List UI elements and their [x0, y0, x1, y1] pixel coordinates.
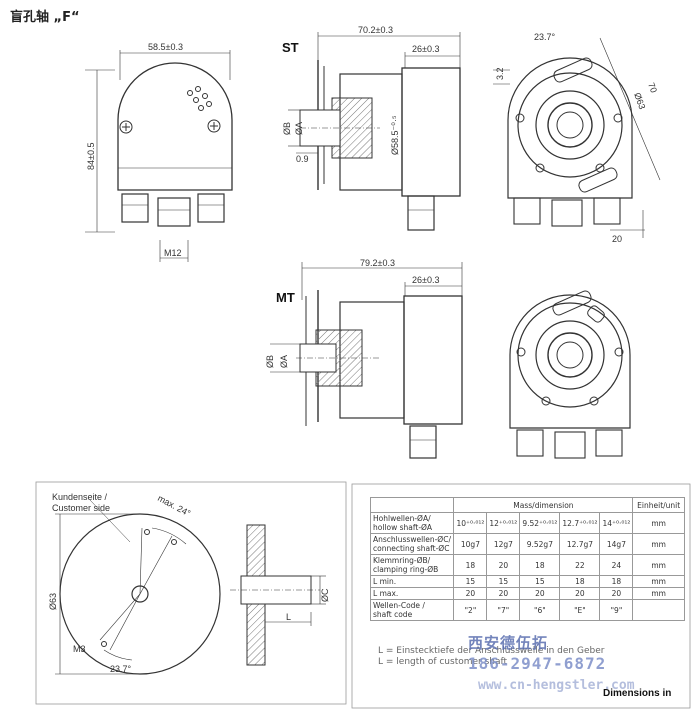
- table-cell: 14g7: [599, 533, 634, 555]
- st-end-pcd-dim: Ø63: [632, 91, 647, 110]
- mt-view-label: MT: [276, 290, 295, 305]
- table-unit: mm: [632, 575, 685, 588]
- table-cell: 18: [519, 554, 561, 576]
- mt-length-dim: 79.2±0.3: [360, 258, 395, 268]
- customer-angle-max: max. 24°: [156, 493, 192, 519]
- table-cell: 15: [519, 575, 561, 588]
- table-unit: mm: [632, 533, 685, 555]
- table-header-row: Mass/dimension Einheit/unit: [369, 497, 685, 513]
- table-cell: 10g7: [453, 533, 488, 555]
- table-cell: 20: [559, 587, 601, 600]
- row-label: L min.: [369, 575, 455, 588]
- customer-thread: M3: [73, 644, 86, 654]
- table-cell: 12⁺⁰·⁰¹²: [486, 512, 521, 534]
- note-line-2: L = length of customer shaft: [378, 657, 508, 667]
- table-header-mass: Mass/dimension: [453, 497, 634, 513]
- customer-side-label-1: Kundenseite /: [52, 492, 108, 502]
- table-cell: 9.52g7: [519, 533, 561, 555]
- table-cell: 24: [599, 554, 634, 576]
- mt-side-view: [270, 262, 463, 459]
- table-cell: 18: [599, 575, 634, 588]
- front-view: [85, 50, 233, 262]
- mt-end-view: [509, 290, 631, 459]
- table-row: Klemmring-ØB/clamping ring-ØB 18 20 18 2…: [369, 554, 685, 576]
- table-cell: "6": [519, 599, 561, 621]
- customer-side-label-2: Customer side: [52, 503, 110, 513]
- table-notes: L = Einstecktiefe der Anschlusswelle in …: [378, 646, 638, 668]
- st-body-dim: 26±0.3: [412, 44, 439, 54]
- dimensions-table: Mass/dimension Einheit/unit Hohlwellen-Ø…: [369, 497, 685, 621]
- row-label: Anschlusswellen-ØC/connecting shaft-ØC: [369, 533, 455, 555]
- front-height-dim: 84±0.5: [86, 143, 96, 170]
- st-length-dim: 70.2±0.3: [358, 25, 393, 35]
- front-width-dim: 58.5±0.3: [148, 42, 183, 52]
- watermark-url: www.cn-hengstler.com: [478, 678, 635, 693]
- table-row: Hohlwellen-ØA/hollow shaft-ØA 10⁺⁰·⁰¹² 1…: [369, 512, 685, 534]
- table-cell: 14⁺⁰·⁰¹²: [599, 512, 634, 534]
- row-label: L max.: [369, 587, 455, 600]
- watermark-phone: 186-2947-6872: [468, 654, 607, 673]
- shaft-dia-c: ØC: [320, 588, 330, 602]
- table-cell: 15: [486, 575, 521, 588]
- st-end-slot-dim: 20: [612, 234, 622, 244]
- table-cell: "2": [453, 599, 488, 621]
- mt-body-dim: 26±0.3: [412, 275, 439, 285]
- table-cell: "E": [559, 599, 601, 621]
- table-cell: 18: [559, 575, 601, 588]
- table-header-unit: Einheit/unit: [632, 497, 685, 513]
- front-thread-dim: M12: [164, 248, 182, 258]
- page-title: 盲孔轴 „F“: [10, 10, 80, 25]
- dimensions-footer: Dimensions in: [603, 688, 672, 699]
- customer-side-view: [55, 499, 221, 675]
- table-cell: 10⁺⁰·⁰¹²: [453, 512, 488, 534]
- table-cell: "7": [486, 599, 521, 621]
- table-cell: 20: [599, 587, 634, 600]
- table-cell: 12g7: [486, 533, 521, 555]
- shaft-length-l: L: [286, 612, 291, 622]
- mt-dia-a: ØA: [279, 355, 289, 368]
- table-panel-frame: [351, 483, 691, 709]
- table-unit: [632, 599, 685, 621]
- table-row: Anschlusswellen-ØC/connecting shaft-ØC 1…: [369, 533, 685, 555]
- customer-panel-frame: [35, 481, 347, 705]
- table-cell: 9.52⁺⁰·⁰¹²: [519, 512, 561, 534]
- st-end-angle-dim: 23.7°: [534, 32, 556, 42]
- table-cell: 20: [453, 587, 488, 600]
- st-offset-dim: 0.9: [296, 154, 309, 164]
- table-cell: 20: [486, 554, 521, 576]
- shaft-detail: [230, 524, 326, 666]
- st-side-view: [288, 32, 461, 231]
- table-cell: 12.7g7: [559, 533, 601, 555]
- table-cell: "9": [599, 599, 634, 621]
- note-line-1: L = Einstecktiefe der Anschlusswelle in …: [378, 646, 605, 656]
- st-end-span-dim: 70: [646, 81, 659, 94]
- table-cell: 20: [519, 587, 561, 600]
- st-end-tab-dim: 3.2: [495, 67, 505, 80]
- st-view-label: ST: [282, 40, 299, 55]
- customer-pcd-dim: Ø63: [48, 593, 58, 610]
- table-cell: 22: [559, 554, 601, 576]
- table-cell: 12.7⁺⁰·⁰¹²: [559, 512, 601, 534]
- table-cell: 18: [453, 554, 488, 576]
- table-unit: mm: [632, 587, 685, 600]
- st-dia-b: ØB: [282, 122, 292, 135]
- row-label: Klemmring-ØB/clamping ring-ØB: [369, 554, 455, 576]
- table-row: Wellen-Code /shaft code "2" "7" "6" "E" …: [369, 599, 685, 621]
- table-row: L max. 20 20 20 20 20 mm: [369, 587, 685, 600]
- customer-angle-dim: 23.7°: [110, 664, 132, 674]
- mt-dia-b: ØB: [265, 355, 275, 368]
- table-unit: mm: [632, 512, 685, 534]
- st-dia-a: ØA: [294, 122, 304, 135]
- table-row: L min. 15 15 15 18 18 mm: [369, 575, 685, 588]
- st-end-view: [493, 37, 661, 238]
- row-label: Wellen-Code /shaft code: [369, 599, 455, 621]
- table-unit: mm: [632, 554, 685, 576]
- st-dia-body: Ø58.5⁻⁰·⁵: [390, 115, 400, 155]
- table-cell: 20: [486, 587, 521, 600]
- watermark-brand: 西安德伍拓: [468, 634, 549, 652]
- row-label: Hohlwellen-ØA/hollow shaft-ØA: [369, 512, 455, 534]
- table-cell: 15: [453, 575, 488, 588]
- table-header-blank: [369, 497, 455, 513]
